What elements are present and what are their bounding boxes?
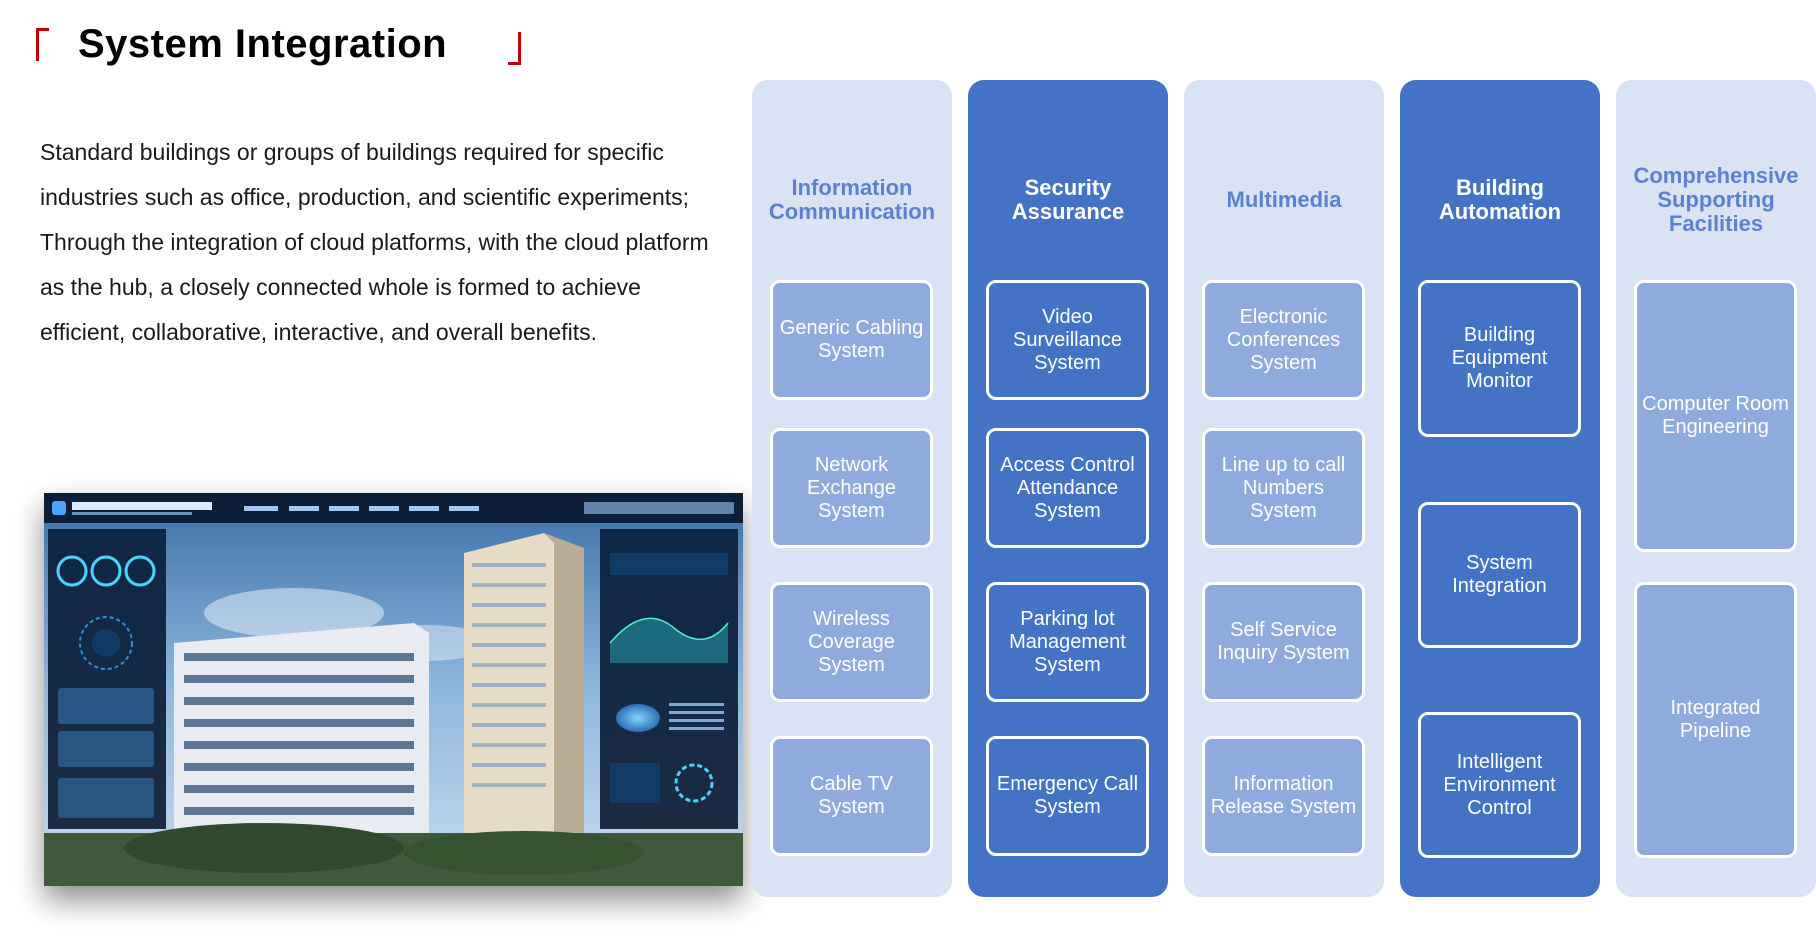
system-card[interactable]: System Integration [1418, 502, 1581, 648]
system-card[interactable]: Emergency Call System [986, 736, 1149, 856]
system-card[interactable]: Wireless Coverage System [770, 582, 933, 702]
system-card-label: Computer Room Engineering [1642, 393, 1789, 438]
system-card-label: Access Control Attendance System [1000, 453, 1135, 522]
system-card-label: Parking lot Management System [1009, 607, 1126, 676]
system-card[interactable]: Line up to call Numbers System [1202, 428, 1365, 548]
system-card-label: Video Surveillance System [1013, 305, 1122, 374]
title-left-bracket [36, 28, 49, 61]
column-information-communication: Information Communication Generic Cablin… [752, 80, 952, 897]
column-multimedia: Multimedia Electronic Conferences System… [1184, 80, 1384, 897]
system-card-label: System Integration [1452, 552, 1547, 597]
system-card[interactable]: Intelligent Environment Control [1418, 712, 1581, 858]
system-card-label: Electronic Conferences System [1226, 305, 1341, 374]
column-building-automation: Building Automation Building Equipment M… [1400, 80, 1600, 897]
system-card-label: Network Exchange System [807, 453, 896, 522]
system-card[interactable]: Building Equipment Monitor [1418, 280, 1581, 437]
column-comprehensive-supporting-facilities: Comprehensive Supporting Facilities Comp… [1616, 80, 1816, 897]
system-card[interactable]: Computer Room Engineering [1634, 280, 1797, 552]
system-card[interactable]: Video Surveillance System [986, 280, 1149, 400]
system-card-label: Building Equipment Monitor [1451, 324, 1548, 392]
system-card-label: Cable TV System [809, 773, 893, 818]
system-card[interactable]: Parking lot Management System [986, 582, 1149, 702]
system-card-label: Integrated Pipeline [1670, 697, 1761, 742]
column-security-assurance: Security Assurance Video Surveillance Sy… [968, 80, 1168, 897]
system-card-label: Information Release System [1210, 773, 1357, 818]
system-card-label: Emergency Call System [996, 773, 1139, 818]
system-card[interactable]: Network Exchange System [770, 428, 933, 548]
column-title: Information Communication [768, 175, 936, 224]
column-title: Comprehensive Supporting Facilities [1633, 163, 1799, 236]
dashboard-illustration [44, 493, 743, 886]
page-description: Standard buildings or groups of building… [40, 139, 709, 345]
system-card[interactable]: Information Release System [1202, 736, 1365, 856]
dashboard-screenshot-image [44, 493, 743, 886]
system-card[interactable]: Electronic Conferences System [1202, 280, 1365, 400]
system-card-label: Wireless Coverage System [808, 607, 895, 676]
system-card-label: Generic Cabling System [779, 317, 924, 362]
system-card[interactable]: Access Control Attendance System [986, 428, 1149, 548]
system-card[interactable]: Self Service Inquiry System [1202, 582, 1365, 702]
system-card-label: Line up to call Numbers System [1221, 453, 1346, 522]
page-title: System Integration [78, 22, 448, 66]
column-title: Security Assurance [1011, 175, 1125, 224]
system-card[interactable]: Cable TV System [770, 736, 933, 856]
title-right-bracket [508, 32, 521, 65]
column-title: Building Automation [1438, 175, 1562, 224]
system-card-label: Intelligent Environment Control [1443, 750, 1556, 819]
system-card[interactable]: Generic Cabling System [770, 280, 933, 400]
system-card[interactable]: Integrated Pipeline [1634, 582, 1797, 858]
system-card-label: Self Service Inquiry System [1217, 619, 1350, 664]
column-title: Multimedia [1226, 187, 1342, 212]
